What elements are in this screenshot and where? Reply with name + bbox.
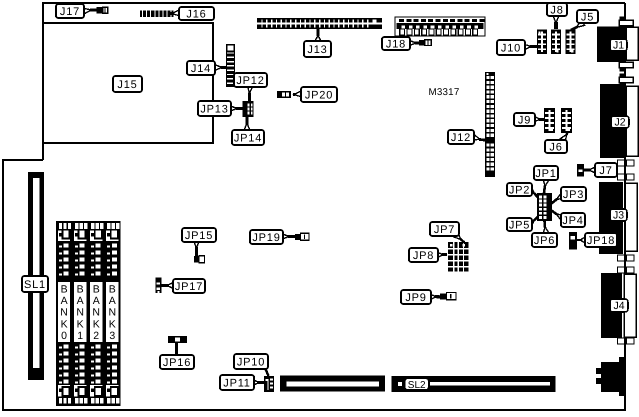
svg-text:1: 1	[77, 330, 83, 342]
svg-text:JP2: JP2	[509, 184, 530, 196]
svg-text:K: K	[93, 318, 100, 330]
svg-text:B: B	[77, 283, 84, 295]
svg-text:2: 2	[93, 330, 99, 342]
svg-text:SL1: SL1	[24, 279, 46, 291]
svg-text:M3317: M3317	[429, 87, 460, 98]
svg-text:JP5: JP5	[509, 219, 530, 231]
svg-text:JP9: JP9	[405, 292, 426, 304]
svg-text:J16: J16	[186, 8, 206, 20]
svg-text:J1: J1	[613, 40, 624, 52]
svg-text:3: 3	[109, 330, 115, 342]
svg-text:J8: J8	[550, 4, 563, 16]
svg-text:A: A	[61, 295, 68, 307]
svg-text:J14: J14	[191, 63, 211, 75]
svg-text:J17: J17	[60, 6, 80, 18]
svg-text:N: N	[76, 307, 84, 319]
svg-text:JP4: JP4	[562, 215, 583, 227]
svg-text:K: K	[61, 318, 68, 330]
svg-text:JP1: JP1	[535, 168, 556, 180]
svg-text:J5: J5	[581, 11, 594, 23]
svg-text:JP14: JP14	[234, 132, 262, 144]
svg-text:J7: J7	[599, 165, 612, 177]
svg-text:N: N	[60, 307, 68, 319]
svg-text:B: B	[61, 283, 68, 295]
svg-text:J6: J6	[549, 141, 562, 153]
svg-text:J13: J13	[307, 44, 327, 56]
svg-text:J18: J18	[386, 38, 406, 50]
svg-text:B: B	[93, 283, 100, 295]
svg-text:JP17: JP17	[175, 281, 203, 293]
svg-text:JP7: JP7	[434, 224, 455, 236]
svg-text:JP12: JP12	[236, 75, 264, 87]
svg-text:A: A	[93, 295, 100, 307]
svg-text:J10: J10	[501, 42, 521, 54]
svg-text:JP6: JP6	[534, 235, 555, 247]
svg-text:B: B	[109, 283, 116, 295]
svg-text:SL2: SL2	[408, 380, 426, 391]
svg-text:J4: J4	[613, 300, 624, 312]
svg-text:A: A	[109, 295, 116, 307]
svg-text:JP11: JP11	[223, 377, 250, 389]
svg-text:J2: J2	[614, 117, 625, 129]
svg-text:J15: J15	[117, 79, 137, 91]
svg-text:J3: J3	[613, 210, 624, 222]
svg-text:JP8: JP8	[413, 250, 434, 262]
svg-text:K: K	[77, 318, 84, 330]
svg-text:JP3: JP3	[563, 189, 584, 201]
svg-text:JP18: JP18	[587, 235, 615, 247]
svg-text:J12: J12	[451, 132, 471, 144]
svg-text:A: A	[77, 295, 84, 307]
svg-text:JP20: JP20	[305, 89, 333, 101]
svg-text:0: 0	[61, 330, 67, 342]
svg-text:JP19: JP19	[252, 232, 280, 244]
svg-text:JP16: JP16	[163, 357, 191, 369]
svg-text:J9: J9	[518, 114, 531, 126]
svg-text:N: N	[92, 307, 100, 319]
svg-text:JP10: JP10	[237, 356, 265, 368]
svg-text:JP13: JP13	[200, 103, 228, 115]
svg-text:K: K	[109, 318, 116, 330]
svg-text:JP15: JP15	[185, 230, 213, 242]
svg-text:N: N	[108, 307, 116, 319]
